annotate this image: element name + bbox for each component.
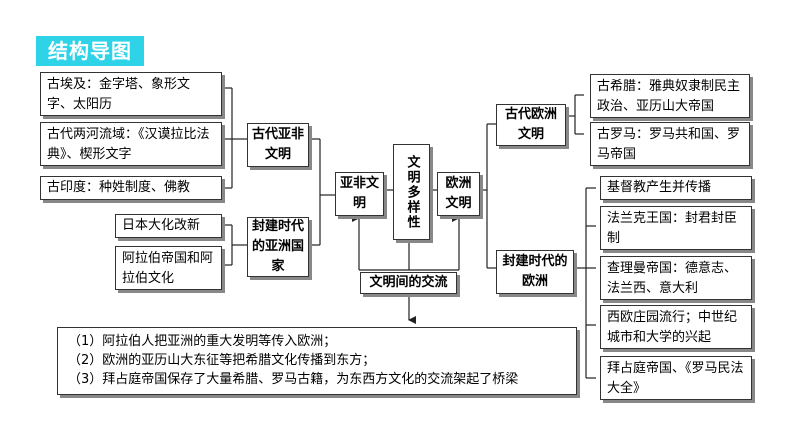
exchange-note-2: （2）欧洲的亚历山大东征等把希腊文化传播到东方； (68, 353, 376, 368)
node-asia-africa-civilization: 亚非文明 (335, 172, 384, 216)
exchange-note-1: （1）阿拉伯人把亚洲的重大发明等传入欧洲； (68, 334, 337, 349)
node-charlemagne-empire: 查理曼帝国：德意志、法兰西、意大利 (600, 256, 752, 300)
node-byzantine-empire: 拜占庭帝国、《罗马民法大全》 (600, 356, 752, 400)
node-ancient-europe: 古代欧洲文明 (496, 104, 566, 146)
node-arab-empire: 阿拉伯帝国和阿拉伯文化 (115, 246, 222, 290)
page-title: 结构导图 (36, 36, 144, 66)
node-ancient-india: 古印度：种姓制度、佛教 (40, 176, 222, 200)
node-ancient-rome: 古罗马：罗马共和国、罗马帝国 (590, 122, 750, 166)
node-ancient-greece: 古希腊：雅典奴隶制民主政治、亚历山大帝国 (590, 74, 750, 118)
node-frankish-kingdom: 法兰克王国：封君封臣制 (600, 206, 752, 250)
node-mesopotamia: 古代两河流域：《汉谟拉比法典》、楔形文字 (40, 122, 222, 166)
exchange-note-3: （3）拜占庭帝国保存了大量希腊、罗马古籍，为东西方文化的交流架起了桥梁 (68, 372, 519, 387)
node-manor-cities: 西欧庄园流行；中世纪城市和大学的兴起 (600, 305, 752, 349)
node-exchange: 文明间的交流 (360, 272, 457, 294)
node-civilization-diversity: 文明多样性 (393, 144, 430, 240)
node-ancient-asia-africa: 古代亚非文明 (247, 123, 309, 167)
node-christianity: 基督教产生并传播 (600, 176, 752, 200)
node-taika-reform: 日本大化改新 (115, 214, 222, 238)
node-feudal-europe: 封建时代的欧洲 (496, 250, 574, 294)
node-ancient-egypt: 古埃及：金字塔、象形文字、太阳历 (40, 72, 222, 116)
exchange-notes: （1）阿拉伯人把亚洲的重大发明等传入欧洲； （2）欧洲的亚历山大东征等把希腊文化… (57, 327, 577, 395)
node-european-civilization: 欧洲文明 (437, 172, 480, 216)
node-feudal-asia: 封建时代的亚洲国家 (247, 217, 309, 277)
